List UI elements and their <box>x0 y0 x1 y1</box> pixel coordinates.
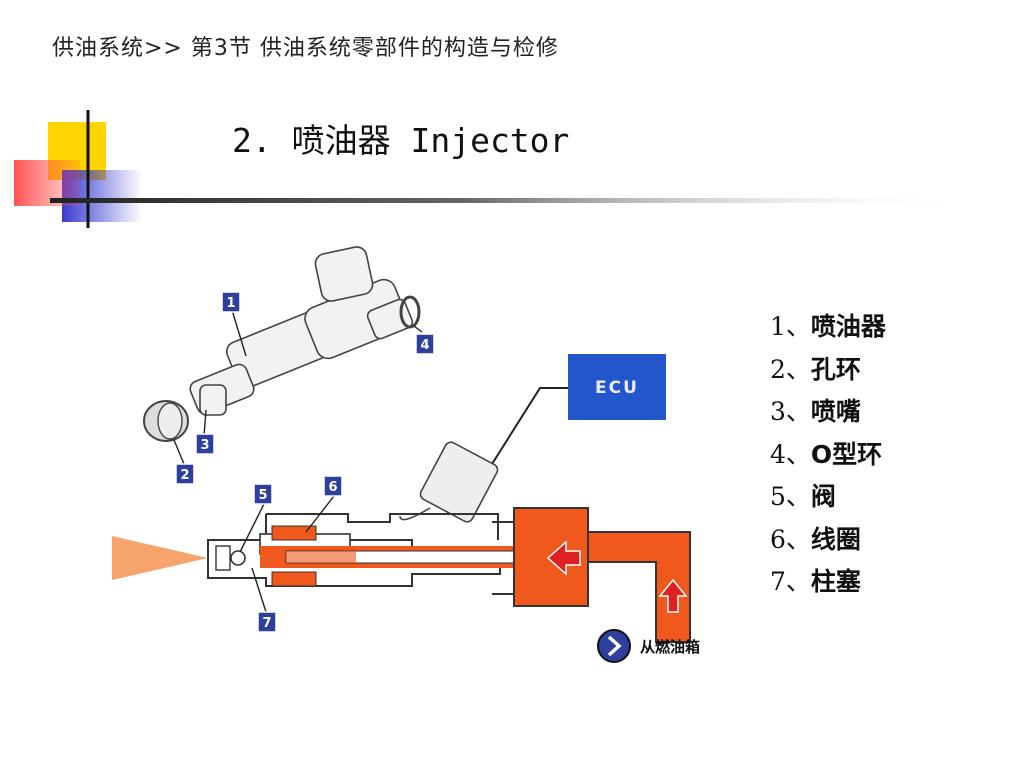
svg-text:6: 6 <box>328 480 337 495</box>
fuel-spray <box>112 536 208 580</box>
legend-item: 2、孔环 <box>770 354 861 384</box>
ecu-wire <box>491 387 568 465</box>
injector-diagram: ECU 1 2 3 <box>112 246 700 663</box>
ecu-box <box>568 354 666 420</box>
legend-item: 1、喷油器 <box>770 312 886 341</box>
svg-text:1: 1 <box>226 296 235 311</box>
page-title: 2. 喷油器 Injector <box>232 121 570 160</box>
legend-item: 5、阀 <box>770 482 836 511</box>
callout-7: 7 <box>251 567 277 633</box>
legend-item: 7、柱塞 <box>770 567 861 596</box>
electrical-connector <box>399 441 499 523</box>
legend-item: 4、O型环 <box>770 439 883 469</box>
svg-text:5: 5 <box>258 488 267 503</box>
svg-text:4: 4 <box>420 338 429 353</box>
fuel-passage <box>492 507 691 643</box>
ecu-label: ECU <box>595 378 639 398</box>
fuel-tank-label: 从燃油箱 <box>640 638 700 656</box>
callout-3: 3 <box>195 409 215 455</box>
fuel-arrow-left <box>546 540 581 576</box>
fuel-tank-badge: 从燃油箱 <box>597 629 700 663</box>
chevron-right-icon <box>597 629 631 663</box>
svg-text:3: 3 <box>200 438 209 453</box>
o-ring <box>399 295 421 329</box>
callout-4: 4 <box>413 325 435 355</box>
legend-item: 3、喷嘴 <box>770 397 861 426</box>
injector-body <box>189 246 414 416</box>
title-underline <box>50 198 970 203</box>
svg-text:7: 7 <box>262 616 271 631</box>
callout-2: 2 <box>173 439 195 485</box>
injector-cross-section <box>207 513 517 587</box>
callout-5: 5 <box>239 483 273 553</box>
hole-ring <box>143 400 189 442</box>
breadcrumb: 供油系统>> 第3节 供油系统零部件的构造与检修 <box>52 36 559 61</box>
callout-1: 1 <box>221 291 247 357</box>
callout-6: 6 <box>305 475 343 533</box>
fuel-arrow-up <box>658 578 688 613</box>
title-decoration <box>14 110 970 228</box>
legend-item: 6、线圈 <box>770 524 861 554</box>
svg-text:2: 2 <box>180 468 189 483</box>
parts-legend: 1、喷油器 2、孔环 3、喷嘴 4、O型环 5、阀 6、线圈 7、柱塞 <box>770 306 886 604</box>
